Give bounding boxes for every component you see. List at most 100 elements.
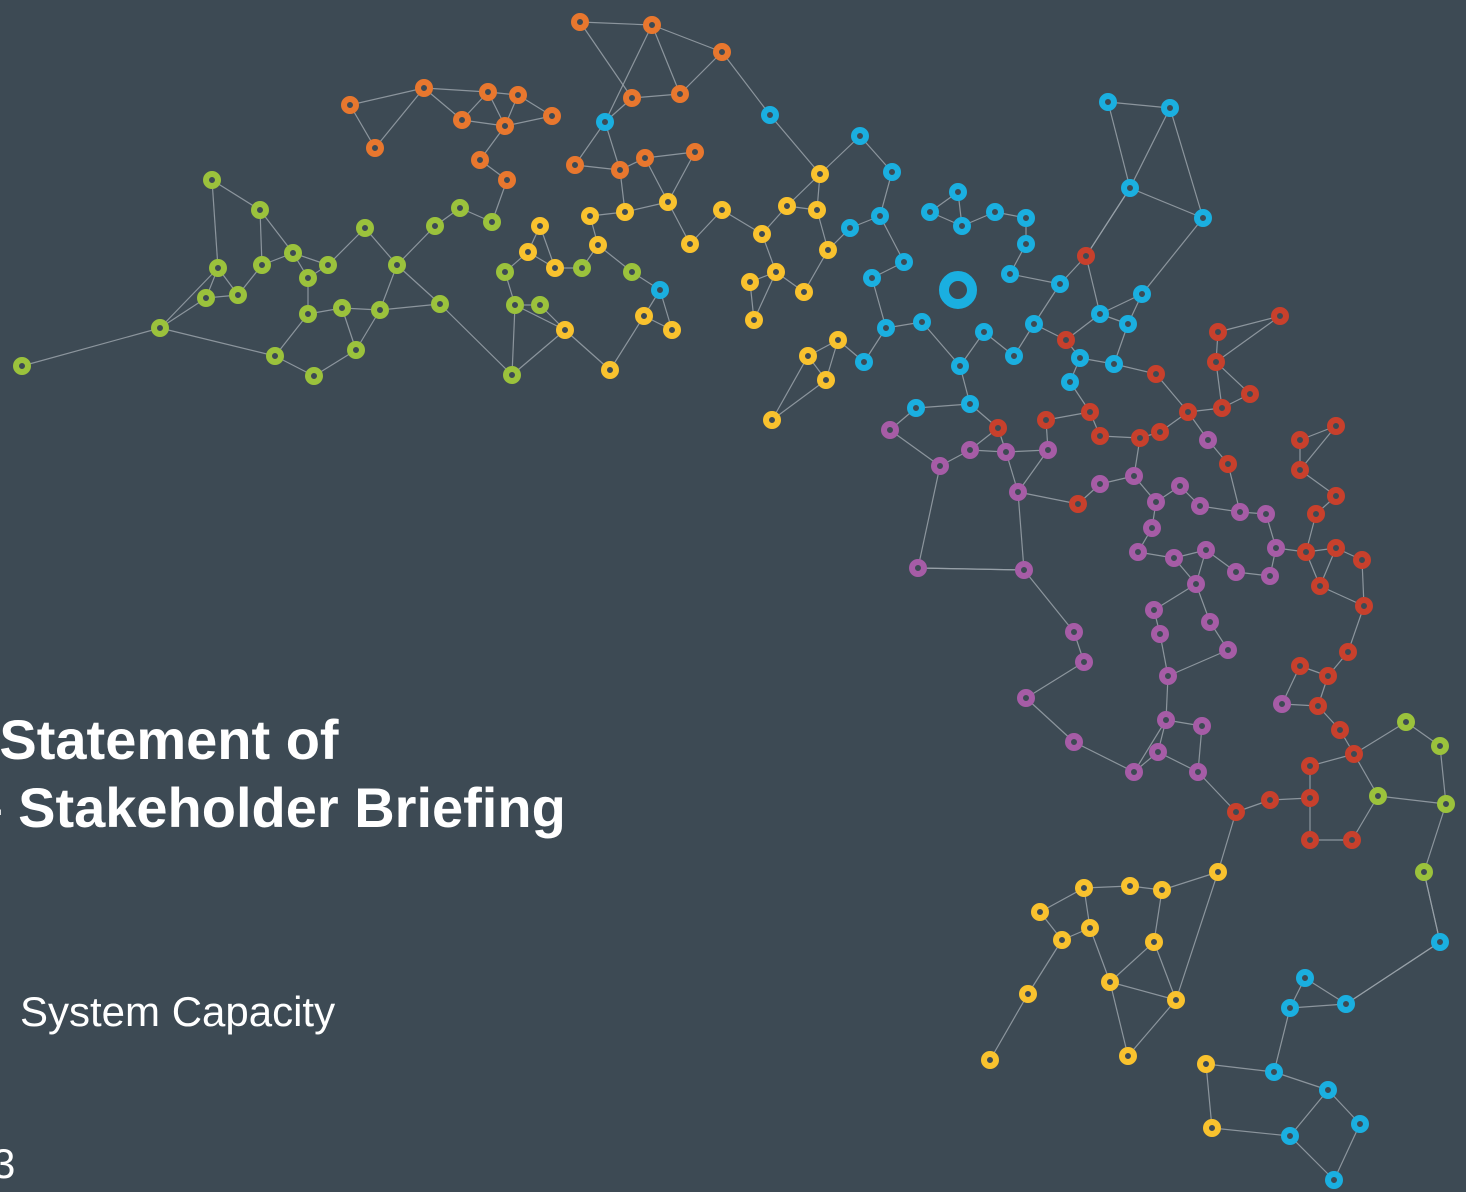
network-edge — [1089, 927, 1111, 983]
network-edge — [1141, 217, 1204, 295]
network-edge — [1273, 1007, 1291, 1073]
network-node — [299, 269, 317, 287]
network-node — [1209, 863, 1227, 881]
network-node — [1291, 431, 1309, 449]
network-edge — [1127, 999, 1177, 1057]
network-node — [1219, 641, 1237, 659]
network-node — [451, 199, 469, 217]
network-node — [1179, 403, 1197, 421]
network-edge — [379, 303, 441, 311]
network-edge — [1217, 811, 1237, 873]
network-node — [209, 259, 227, 277]
network-node — [1271, 307, 1289, 325]
network-node — [1319, 1081, 1337, 1099]
network-node — [1187, 575, 1205, 593]
network-node — [498, 171, 516, 189]
network-edge — [1299, 425, 1337, 471]
network-node — [1213, 399, 1231, 417]
network-edge — [1017, 491, 1025, 571]
network-edge — [1273, 1071, 1329, 1091]
network-node — [841, 219, 859, 237]
network-node — [197, 289, 215, 307]
network-edge — [1133, 719, 1167, 773]
network-edge — [1211, 1127, 1291, 1137]
network-node — [229, 286, 247, 304]
network-node — [1339, 643, 1357, 661]
network-node — [808, 201, 826, 219]
network-node — [1105, 355, 1123, 373]
network-node — [1355, 597, 1373, 615]
network-node — [819, 241, 837, 259]
slide-date-fragment: 3 — [0, 1140, 16, 1187]
network-node — [1121, 877, 1139, 895]
network-edge — [1167, 649, 1229, 677]
network-node — [1369, 787, 1387, 805]
network-node — [1017, 235, 1035, 253]
network-node — [1147, 365, 1165, 383]
network-node — [913, 313, 931, 331]
network-node — [1203, 1119, 1221, 1137]
network-node — [623, 89, 641, 107]
network-node — [543, 107, 561, 125]
network-node — [1091, 305, 1109, 323]
network-edge — [1109, 941, 1155, 983]
network-node — [895, 253, 913, 271]
network-node — [1065, 733, 1083, 751]
network-edge — [921, 321, 961, 367]
network-node — [366, 139, 384, 157]
network-edge — [1169, 107, 1204, 219]
network-edge — [651, 24, 681, 95]
network-edge — [1215, 315, 1281, 363]
network-node — [949, 183, 967, 201]
network-node — [1069, 495, 1087, 513]
network-node — [581, 207, 599, 225]
network-node — [643, 16, 661, 34]
network-node — [1165, 549, 1183, 567]
network-node — [496, 263, 514, 281]
network-node — [1017, 689, 1035, 707]
network-node — [975, 323, 993, 341]
network-node — [651, 281, 669, 299]
network-node — [531, 217, 549, 235]
network-node — [778, 197, 796, 215]
network-node — [1125, 763, 1143, 781]
network-edge — [1025, 697, 1075, 743]
network-edge — [1025, 661, 1085, 699]
network-node — [1227, 563, 1245, 581]
network-node — [851, 127, 869, 145]
network-edge — [374, 87, 425, 149]
network-node — [611, 161, 629, 179]
network-node — [503, 366, 521, 384]
network-hub-node — [939, 271, 977, 309]
network-node — [1231, 503, 1249, 521]
network-node — [1075, 653, 1093, 671]
network-edge — [564, 329, 611, 371]
network-node — [909, 559, 927, 577]
network-node — [1301, 789, 1319, 807]
network-edge — [1353, 721, 1407, 755]
network-edge — [259, 209, 294, 254]
network-node — [1281, 999, 1299, 1017]
network-edge — [989, 993, 1029, 1061]
network-node — [1301, 831, 1319, 849]
network-edge — [1109, 981, 1177, 1001]
network-node — [1051, 275, 1069, 293]
network-node — [1121, 179, 1139, 197]
network-node — [431, 295, 449, 313]
network-node — [1037, 411, 1055, 429]
network-edge — [771, 355, 809, 421]
network-node — [333, 299, 351, 317]
network-edge — [1109, 981, 1129, 1057]
network-node — [686, 143, 704, 161]
network-node — [1281, 1127, 1299, 1145]
network-edge — [396, 264, 441, 305]
network-node — [1009, 483, 1027, 501]
network-edge — [514, 304, 566, 331]
network-node — [671, 85, 689, 103]
network-node — [471, 151, 489, 169]
network-node — [663, 321, 681, 339]
network-node — [506, 296, 524, 314]
network-node — [1057, 331, 1075, 349]
network-node — [1273, 695, 1291, 713]
